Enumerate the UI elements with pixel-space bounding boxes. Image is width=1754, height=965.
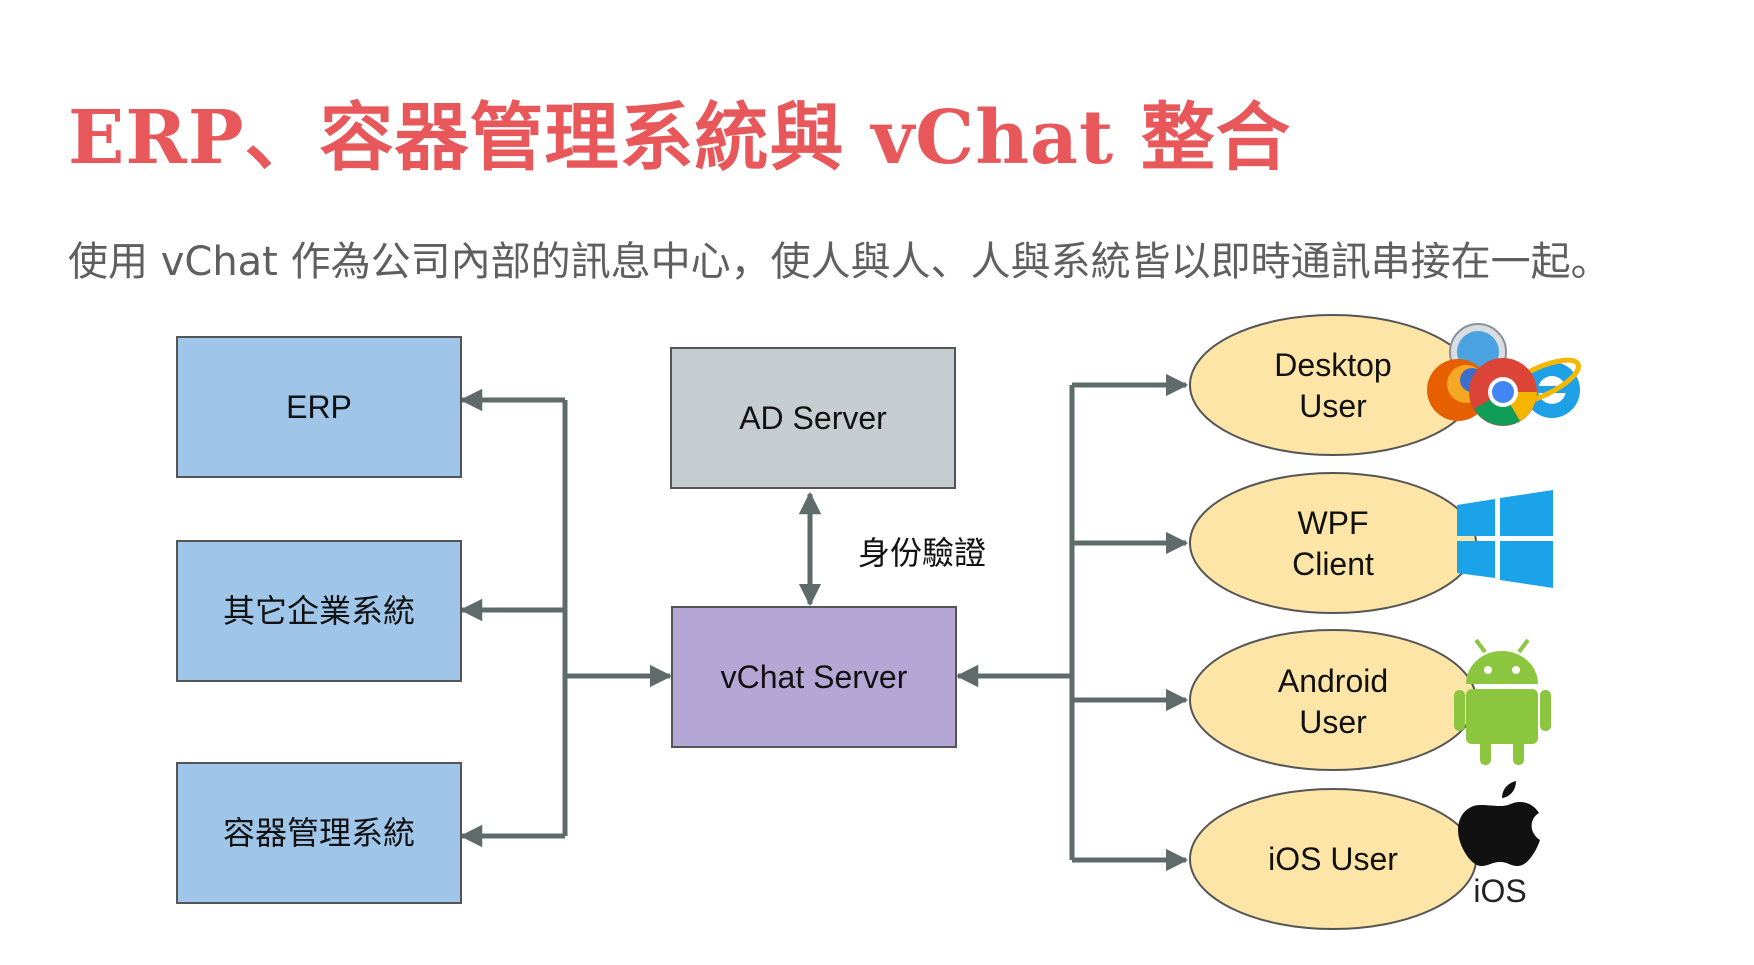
client-ios-label: iOS User [1268,841,1398,877]
ie-icon [1498,357,1582,418]
chrome-icon [1469,358,1537,426]
page-title: ERP、容器管理系統與 vChat 整合 [68,95,1291,181]
system-other-label: 其它企業系統 [223,593,415,629]
system-other-enterprise: 其它企業系統 [176,540,462,682]
system-container-management: 容器管理系統 [176,762,462,904]
browser-icons [1427,323,1582,426]
client-android-line1: Android [1278,663,1388,699]
system-erp-label: ERP [286,389,352,425]
auth-label: 身份驗證 [858,534,986,572]
client-wpf-line2: Client [1292,546,1374,582]
system-erp: ERP [176,336,462,478]
client-wpf: WPF Client [1189,472,1477,614]
client-desktop: Desktop User [1189,314,1477,456]
client-wpf-line1: WPF [1297,505,1368,541]
page-subtitle: 使用 vChat 作為公司內部的訊息中心，使人與人、人與系統皆以即時通訊串接在一… [68,239,1611,285]
ad-server: AD Server [670,347,956,489]
ios-logo-text: iOS [1473,873,1526,909]
client-android: Android User [1189,629,1477,771]
apple-ios-icon: iOS [1458,781,1540,909]
client-desktop-line2: User [1299,388,1367,424]
windows-logo-icon [1457,490,1553,588]
client-desktop-line1: Desktop [1274,347,1391,383]
vchat-server-label: vChat Server [721,659,908,695]
vchat-server: vChat Server [671,606,957,748]
client-ios: iOS User [1189,788,1477,930]
ad-server-label: AD Server [739,400,887,436]
android-robot-icon [1454,638,1551,765]
system-container-label: 容器管理系統 [223,815,415,851]
connectors [459,373,1189,872]
client-android-line2: User [1299,704,1367,740]
